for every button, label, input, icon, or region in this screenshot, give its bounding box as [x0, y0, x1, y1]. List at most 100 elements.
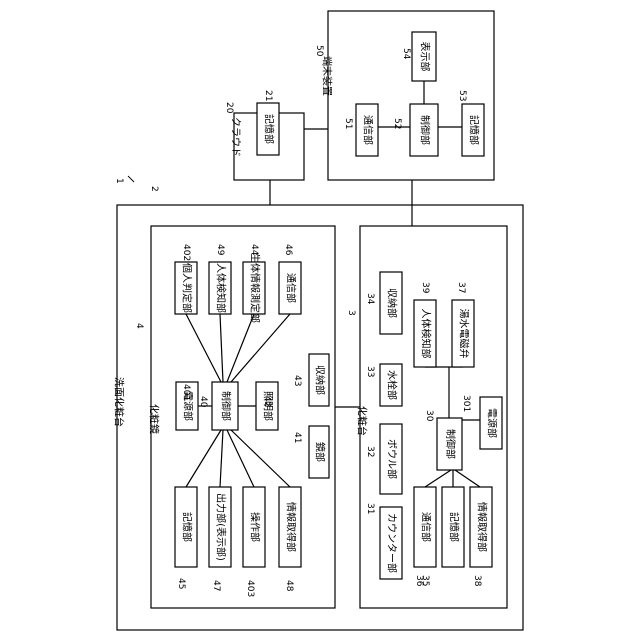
ref-numeral-39: 39	[420, 282, 430, 294]
ref-numeral-38: 38	[472, 575, 482, 587]
ref-numeral-44: 44	[249, 244, 259, 256]
ref-numeral-21: 21	[263, 90, 273, 101]
component-402: 個人判定部	[175, 262, 197, 314]
svg-text:48: 48	[284, 580, 294, 592]
svg-text:39: 39	[420, 282, 430, 294]
component-45: 記憶部	[175, 487, 197, 567]
svg-text:301: 301	[461, 395, 471, 412]
component-label: 制御部	[419, 115, 432, 145]
component-46: 通信部	[279, 262, 301, 314]
svg-text:403: 403	[245, 580, 255, 597]
component-label: 情報取得部	[285, 502, 298, 552]
component-301: 電源部	[480, 397, 502, 449]
ref-numeral-47: 47	[211, 580, 221, 591]
ref-numeral-41: 41	[292, 432, 302, 443]
svg-text:54: 54	[401, 48, 411, 60]
svg-text:1: 1	[114, 178, 124, 184]
svg-text:20: 20	[224, 102, 234, 114]
component-label: 電源部	[486, 408, 499, 438]
ref-numeral-40: 40	[198, 396, 208, 408]
component-54: 表示部	[412, 32, 436, 81]
component-41: 鏡部	[309, 426, 329, 478]
ref-numeral-32: 32	[365, 446, 375, 457]
svg-text:47: 47	[211, 580, 221, 591]
component-31: カウンター部	[380, 507, 402, 579]
svg-text:30: 30	[424, 410, 434, 422]
svg-text:33: 33	[365, 366, 375, 377]
svg-text:402: 402	[181, 244, 191, 261]
container-label-cloud: クラウド	[230, 117, 242, 157]
svg-text:36: 36	[414, 575, 424, 587]
component-label: カウンター部	[386, 513, 399, 573]
ref-numeral-401: 401	[181, 384, 191, 401]
ref-numeral-30: 30	[424, 410, 434, 422]
ref-numeral-33: 33	[365, 366, 375, 377]
component-32: ボウル部	[380, 424, 402, 494]
component-21: 記憶部	[257, 103, 279, 155]
container-label-mirror: 化粧鏡	[148, 404, 161, 434]
component-34: 収納部	[380, 272, 402, 334]
component-label: 生体情報測定部	[249, 253, 262, 323]
ref-numeral-42: 42	[262, 396, 272, 407]
component-label: 記憶部	[468, 115, 481, 145]
svg-text:32: 32	[365, 446, 375, 457]
ref-numeral-20: 20	[224, 102, 234, 114]
svg-text:38: 38	[472, 575, 482, 587]
component-53: 記憶部	[462, 104, 484, 156]
ref-numeral-43: 43	[292, 375, 302, 386]
ref-numeral-53: 53	[457, 90, 467, 101]
ref-numeral-46: 46	[283, 244, 293, 256]
svg-text:50: 50	[314, 45, 324, 57]
component-40: 制御部	[212, 382, 238, 430]
ref-numeral-51: 51	[343, 118, 353, 129]
svg-text:44: 44	[249, 244, 259, 256]
ref-numeral-48: 48	[284, 580, 294, 592]
component-label: 人体検知部	[215, 263, 228, 313]
component-47: 出力部(表示部)	[209, 487, 231, 567]
svg-text:52: 52	[392, 118, 402, 129]
svg-text:43: 43	[292, 375, 302, 386]
ref-numeral-45: 45	[176, 578, 186, 589]
component-49: 人体検知部	[209, 262, 231, 314]
container-label-terminal: 端末装置	[321, 56, 334, 96]
svg-text:2: 2	[149, 186, 159, 192]
component-51: 通信部	[356, 104, 378, 156]
component-label: 記憶部	[263, 114, 276, 144]
ref-numeral-54: 54	[401, 48, 411, 60]
ref-numeral-3: 3	[346, 310, 356, 316]
component-label: ボウル部	[386, 439, 399, 479]
svg-text:3: 3	[346, 310, 356, 316]
svg-text:34: 34	[365, 293, 375, 305]
svg-text:45: 45	[176, 578, 186, 589]
component-label: 情報取得部	[476, 502, 489, 552]
component-label: 操作部	[249, 512, 262, 542]
ref-numeral-4: 4	[134, 323, 144, 329]
svg-text:42: 42	[262, 396, 272, 407]
component-44: 生体情報測定部	[243, 253, 265, 323]
svg-text:37: 37	[456, 282, 466, 293]
svg-text:53: 53	[457, 90, 467, 101]
component-label: 収納部	[314, 365, 327, 395]
component-36: 通信部	[414, 487, 436, 567]
component-37: 湯水電磁弁	[452, 300, 474, 367]
component-label: 制御部	[220, 391, 233, 421]
component-label: 制御部	[444, 429, 457, 459]
svg-text:401: 401	[181, 384, 191, 401]
component-label: 個人判定部	[181, 263, 194, 313]
component-35: 記憶部	[442, 487, 464, 567]
component-label: 通信部	[362, 115, 375, 145]
svg-text:41: 41	[292, 432, 302, 443]
container-label-washstand: 洗面化粧台	[113, 377, 126, 427]
component-label: 出力部(表示部)	[215, 493, 228, 561]
ref-numeral-403: 403	[245, 580, 255, 597]
svg-text:21: 21	[263, 90, 273, 101]
component-label: 表示部	[419, 42, 432, 72]
svg-text:4: 4	[134, 323, 144, 329]
component-label: 湯水電磁弁	[458, 309, 471, 359]
ref-numeral-37: 37	[456, 282, 466, 293]
ref-numeral-1: 1	[114, 178, 124, 184]
ref-numeral-301: 301	[461, 395, 471, 412]
svg-text:31: 31	[365, 503, 375, 514]
